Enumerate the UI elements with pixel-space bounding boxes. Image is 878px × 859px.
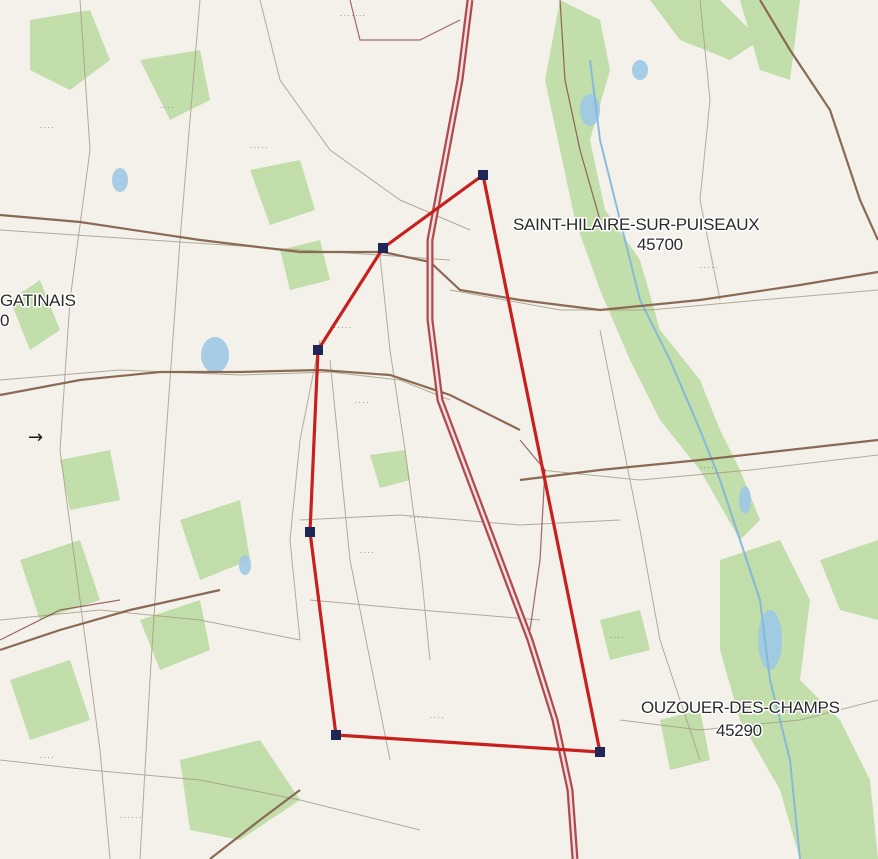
postcode-ouzouer: 45290 [716, 721, 762, 740]
vertex-marker-icon[interactable] [378, 243, 388, 253]
place-name-gatinais: GATINAIS [0, 291, 76, 310]
vertex-markers [305, 170, 605, 757]
vertex-marker-icon[interactable] [331, 730, 341, 740]
edge-label: 0 [0, 311, 9, 330]
place-name-saint-hilaire: SAINT-HILAIRE-SUR-PUISEAUX [513, 215, 759, 234]
svg-text:· · · · ·: · · · · · [410, 515, 427, 522]
vertex-marker-icon[interactable] [478, 170, 488, 180]
motorway [426, 0, 579, 859]
place-name-ouzouer: OUZOUER-DES-CHAMPS [641, 698, 840, 717]
svg-text:· · · ·: · · · · [700, 465, 713, 472]
svg-text:· · · · · · ·: · · · · · · · [340, 13, 365, 20]
svg-text:· · · ·: · · · · [360, 550, 373, 557]
water-layer [112, 59, 801, 859]
arrow-icon: → [28, 427, 43, 448]
svg-text:· · · ·: · · · · [430, 715, 443, 722]
svg-text:· · · · · ·: · · · · · · [120, 815, 141, 822]
svg-text:· · · · ·: · · · · · [700, 265, 717, 272]
vertex-marker-icon[interactable] [313, 345, 323, 355]
svg-text:· · · ·: · · · · [40, 125, 53, 132]
svg-text:· · · · ·: · · · · · [250, 145, 267, 152]
postcode-saint-hilaire: 45700 [637, 235, 683, 254]
svg-text:· · · ·: · · · · [355, 400, 368, 407]
svg-text:· · · ·: · · · · [160, 105, 173, 112]
hamlet-texture: · · · · · · · · · · · · · · · · · · · · … [40, 13, 717, 822]
vertex-marker-icon[interactable] [595, 747, 605, 757]
commune-boundary [0, 0, 601, 641]
svg-text:· · · ·: · · · · [610, 635, 623, 642]
svg-text:· · · ·: · · · · [40, 755, 53, 762]
vertex-marker-icon[interactable] [305, 527, 315, 537]
svg-text:· · · · · ·: · · · · · · [330, 325, 351, 332]
